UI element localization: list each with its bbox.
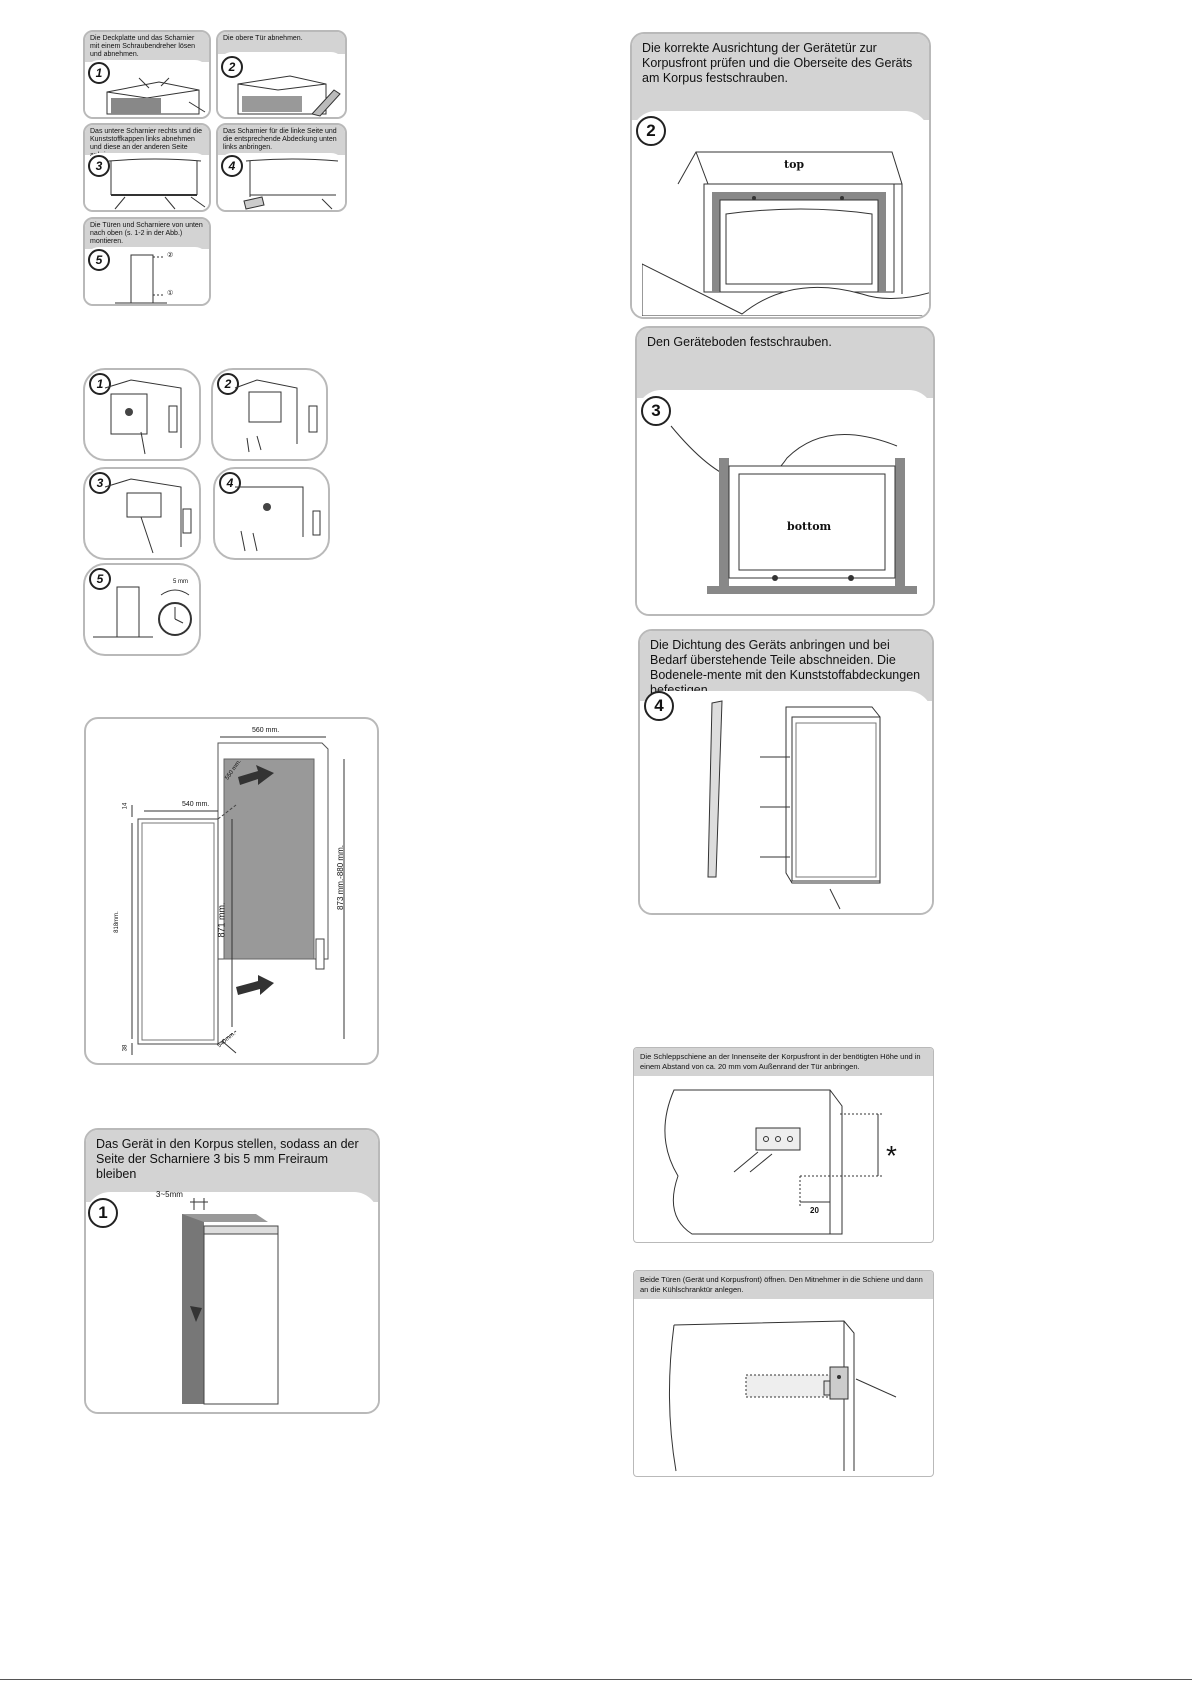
install-step-1-number: 1 — [88, 1198, 118, 1228]
door-step-1-panel: Die Deckplatte und das Scharnier mit ein… — [83, 30, 211, 119]
rail-step-1-illustration — [664, 1089, 884, 1235]
install-step-3-text: Den Geräteboden festschrauben. — [637, 328, 933, 398]
rail-step-1-text: Die Schleppschiene an der Innenseite der… — [634, 1048, 933, 1076]
install-step-2-number: 2 — [636, 116, 666, 146]
dim-gap-bottom: 38 — [122, 1044, 129, 1052]
door-step-3-illustration — [108, 158, 206, 210]
door-step-5-text: Die Türen und Scharniere von unten nach … — [85, 219, 209, 249]
install-step-4-text: Die Dichtung des Geräts anbringen und be… — [640, 631, 932, 701]
dimensions-illustration — [131, 736, 345, 1055]
door-step-1-text: Die Deckplatte und das Scharnier mit ein… — [85, 32, 209, 62]
door-step-2-panel: Die obere Tür abnehmen. 2 — [216, 30, 347, 119]
install-step-4-panel: Die Dichtung des Geräts anbringen und be… — [638, 629, 934, 915]
handle-step-2-panel: 2 — [211, 368, 328, 461]
handle-step-1-number: 1 — [89, 373, 111, 395]
install-step-2-text: Die korrekte Ausrichtung der Gerätetür z… — [632, 34, 929, 120]
rail-step-2-text: Beide Türen (Gerät und Korpusfront) öffn… — [634, 1271, 933, 1299]
door-step-2-number: 2 — [221, 56, 243, 78]
dim-width-top: 560 mm. — [252, 727, 280, 734]
rail-step-2-illustration — [668, 1320, 897, 1472]
handle-step-5-clock-label: 5 mm — [173, 579, 188, 585]
handle-step-4-number: 4 — [219, 472, 241, 494]
door-step-4-text: Das Scharnier für die linke Seite und di… — [218, 125, 345, 155]
dimensions-panel: 560 mm. 540 mm. 550 mm. 540mm. 14 38 871… — [84, 717, 379, 1065]
dim-height-door: 818mm. — [113, 911, 120, 933]
door-step-3-number: 3 — [88, 155, 110, 177]
install-step-3-label: bottom — [787, 520, 832, 533]
dim-gap-top: 14 — [122, 802, 129, 810]
handle-step-4-panel: 4 — [213, 467, 330, 560]
door-step-5-number: 5 — [88, 249, 110, 271]
rail-step-2-panel: Beide Türen (Gerät und Korpusfront) öffn… — [633, 1270, 934, 1477]
handle-step-4-illustration — [235, 486, 321, 552]
door-step-1-illustration — [106, 77, 206, 115]
door-step-4-panel: Das Scharnier für die linke Seite und di… — [216, 123, 347, 212]
install-step-1-illustration — [182, 1198, 279, 1405]
install-step-1-text: Das Gerät in den Korpus stellen, sodass … — [86, 1130, 378, 1202]
install-step-3-illustration — [670, 425, 917, 594]
footer-rule — [0, 1679, 1192, 1680]
dim-height-appliance: 871 mm. — [216, 902, 227, 938]
handle-step-1-panel: 1 — [83, 368, 201, 461]
install-step-4-number: 4 — [644, 691, 674, 721]
handle-step-2-number: 2 — [217, 373, 239, 395]
install-step-1-gap-label: 3~5mm — [156, 1190, 183, 1199]
door-step-3-text: Das untere Scharnier rechts und die Kuns… — [85, 125, 209, 159]
rail-step-1-dim: 20 — [810, 1206, 819, 1215]
door-step-2-text: Die obere Tür abnehmen. — [218, 32, 345, 54]
handle-step-5-illustration — [93, 586, 192, 638]
rail-step-1-star: * — [886, 1140, 897, 1171]
door-step-1-number: 1 — [88, 62, 110, 84]
dim-height-niche: 873 mm.-880 mm. — [335, 845, 345, 910]
handle-step-3-illustration — [104, 478, 192, 554]
door-step-5-mark-top: ② — [167, 252, 174, 259]
install-step-4-illustration — [707, 700, 881, 910]
install-step-2-label: top — [784, 158, 805, 171]
handle-step-5-number: 5 — [89, 568, 111, 590]
install-step-3-panel: Den Geräteboden festschrauben. 3 bottom — [635, 326, 935, 616]
install-step-2-panel: Die korrekte Ausrichtung der Gerätetür z… — [630, 32, 931, 319]
handle-step-3-panel: 3 — [83, 467, 201, 560]
door-step-4-illustration — [243, 158, 339, 210]
dim-width-door: 540 mm. — [182, 801, 210, 808]
install-step-3-number: 3 — [641, 396, 671, 426]
install-step-2-illustration — [642, 151, 929, 316]
door-step-5-mark-bottom: ① — [167, 290, 174, 297]
door-step-5-panel: Die Türen und Scharniere von unten nach … — [83, 217, 211, 306]
door-step-5-illustration — [115, 254, 167, 304]
rail-step-1-panel: Die Schleppschiene an der Innenseite der… — [633, 1047, 934, 1243]
handle-step-2-illustration — [234, 379, 318, 453]
door-step-4-number: 4 — [221, 155, 243, 177]
install-step-1-panel: Das Gerät in den Korpus stellen, sodass … — [84, 1128, 380, 1414]
handle-step-3-number: 3 — [89, 472, 111, 494]
door-step-2-illustration — [237, 75, 341, 117]
door-step-3-panel: Das untere Scharnier rechts und die Kuns… — [83, 123, 211, 212]
handle-step-1-illustration — [104, 379, 182, 455]
handle-step-5-panel: 5 5 mm — [83, 563, 201, 656]
